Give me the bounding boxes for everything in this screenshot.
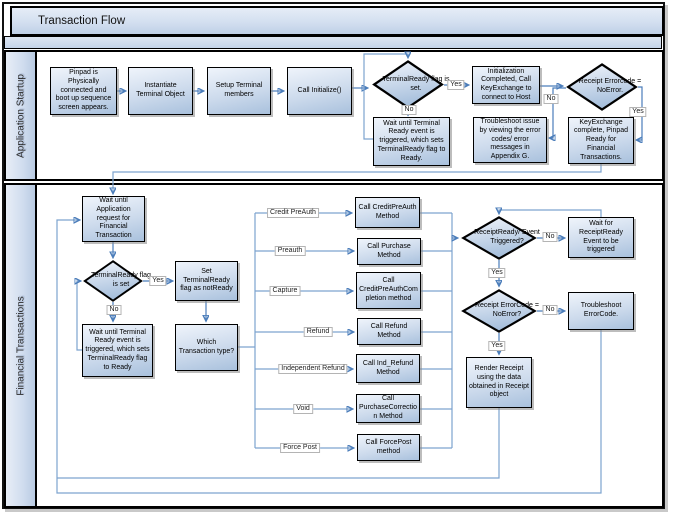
process-set-notready: Set TerminalReady flag as notReady [175,261,238,301]
edge-label-no: No [542,305,558,315]
edge-label-yes: Yes [447,80,465,90]
process-render-receipt: Render Receipt using the data obtained i… [466,357,532,408]
process-which-transaction: Which Transaction type? [175,324,238,371]
edge-label-yes: Yes [488,341,506,351]
process-call-forcepost: Call ForcePost method [357,434,420,461]
process-wait-receiptready: Wait for ReceiptReady Event to be trigge… [568,217,634,258]
lane-header-application-startup: Application Startup [6,52,37,179]
process-instantiate-terminal: Instantiate Terminal Object [128,67,193,115]
decision-receiptready-event: ReceiptReady/ Event Triggered? [461,216,540,260]
process-call-preauth-completion: Call CreditPreAuthCompletion method [356,272,421,309]
decision-receipt-errorcode-startup: Receipt Errorcode = NoError. [566,63,641,111]
phase-separator-band [4,36,662,49]
process-call-purchase: Call Purchase Method [357,238,421,265]
process-wait-terminalready-financial: Wait until Terminal Ready event is trigg… [82,324,153,377]
process-keyexchange-complete: KeyExchange complete, Pinpad Ready for F… [568,117,634,164]
branch-label-preauth: Preauth [274,246,306,256]
decision-terminalready-financial: TerminalReady flag is set [83,260,151,302]
edge-label-no: No [542,232,558,242]
branch-label-void: Void [293,404,313,414]
process-call-refund: Call Refund Method [357,318,421,345]
branch-label-independent-refund: Independent Refund [278,364,348,374]
branch-label-capture: Capture [269,286,301,296]
process-setup-terminal: Setup Terminal members [207,67,271,115]
process-wait-app-request: Wait until Application request for Finan… [82,196,145,242]
lane-label: Financial Transactions [15,295,26,396]
process-troubleshoot-errorcode: Troubleshoot ErrorCode. [568,292,634,330]
decision-terminalready-startup: TerminalReady flag is set. [372,60,449,109]
decision-receipt-errorcode-financial: Receipt ErrorCode = NoError? [461,289,539,333]
process-init-completed: Initialization Completed, Call KeyExchan… [472,66,540,104]
process-call-initialize: Call Initialize() [287,67,352,115]
edge-label-yes: Yes [149,276,167,286]
process-call-credit-preauth: Call CreditPreAuth Method [355,197,420,228]
lane-header-financial-transactions: Financial Transactions [6,185,37,506]
process-call-ind-refund: Call Ind_Refund Method [356,354,420,383]
edge-label-no: No [106,305,122,315]
lane-label: Application Startup [15,73,26,158]
process-wait-terminalready-startup: Wait until Terminal Ready event is trigg… [373,117,450,166]
branch-label-credit-preauth: Credit PreAuth [267,208,319,218]
process-call-purchase-correction: Call PurchaseCorrection Method [356,394,420,423]
title-bar: Transaction Flow [10,6,664,36]
diamond-shape [566,63,638,111]
branch-label-force-post: Force Post [280,443,320,453]
edge-label-yes: Yes [629,107,647,117]
edge-label-yes: Yes [488,268,506,278]
edge-label-no: No [401,105,417,115]
process-troubleshoot-appendix: Troubleshoot issue by viewing the error … [473,117,547,163]
process-pinpad-connected: Pinpad is Physically connected and boot … [50,67,117,115]
edge-label-no: No [543,94,559,104]
branch-label-refund: Refund [303,327,333,337]
page-title: Transaction Flow [38,15,126,27]
